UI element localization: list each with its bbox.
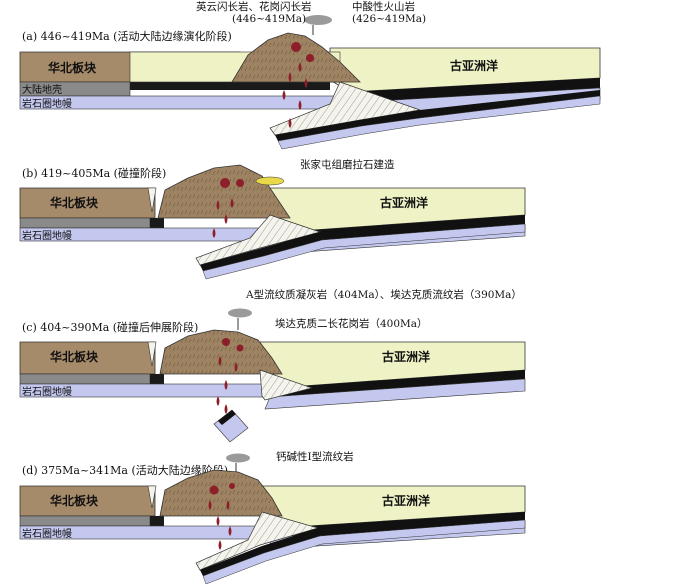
- plate-label: 华北板块: [50, 195, 99, 210]
- annotation-molasse: 张家屯组磨拉石建造: [300, 158, 395, 171]
- annotation-a-type: A型流纹质凝灰岩（404Ma）、埃达克质流纹岩（390Ma）: [245, 288, 522, 301]
- plate-label: 华北板块: [50, 349, 99, 364]
- panel-d: (d) 375Ma~341Ma (活动大陆边缘阶段) 华北板块 岩石圈地幔 古亚…: [20, 450, 525, 584]
- continent-black-layer: [150, 516, 164, 526]
- continent-black-layer: [150, 218, 164, 228]
- continent-lower-grey: [20, 516, 150, 526]
- crust-label: 大陆地壳: [22, 83, 62, 96]
- continent-lower-grey: [20, 218, 150, 228]
- mantle-label: 岩石圈地幔: [22, 385, 72, 398]
- plate-label: 华北板块: [50, 493, 99, 508]
- ocean-label: 古亚洲洋: [450, 58, 498, 73]
- panel-c-title: (c) 404~390Ma (碰撞后伸展阶段): [22, 320, 198, 334]
- continent-lower-grey: [20, 374, 150, 384]
- annotation-calc-alkaline: 钙碱性I型流纹岩: [276, 450, 354, 463]
- panel-b-title: (b) 419~405Ma (碰撞阶段): [22, 166, 166, 180]
- annotation-volcanic-age: (426~419Ma): [352, 13, 426, 25]
- mantle-label: 岩石圈地幔: [22, 229, 72, 242]
- panel-b: (b) 419~405Ma (碰撞阶段) 华北板块 岩石圈地幔 古亚洲洋 张家屯…: [20, 158, 525, 279]
- mantle-label: 岩石圈地幔: [22, 97, 72, 110]
- annotation-adakitic: 埃达克质二长花岗岩（400Ma）: [275, 317, 428, 330]
- molasse-deposit: [256, 177, 284, 185]
- annotation-granodiorite: 英云闪长岩、花岗闪长岩: [196, 0, 312, 13]
- plate-label: 华北板块: [48, 60, 97, 75]
- volcanic-cloud-icon: [226, 454, 250, 463]
- continent-black-layer: [130, 82, 330, 90]
- panel-a: (a) 446~419Ma (活动大陆边缘演化阶段) 华北板块 大陆地壳 岩石圈…: [20, 0, 600, 149]
- mantle-label: 岩石圈地幔: [22, 527, 72, 540]
- panel-a-title: (a) 446~419Ma (活动大陆边缘演化阶段): [22, 29, 232, 43]
- panel-c: (c) 404~390Ma (碰撞后伸展阶段) 华北板块 岩石圈地幔 古亚洲洋 …: [20, 288, 525, 442]
- mountain-arc: [158, 165, 290, 218]
- annotation-volcanic: 中酸性火山岩: [352, 0, 415, 13]
- ocean-label: 古亚洲洋: [382, 493, 430, 508]
- detached-slab: [214, 410, 248, 442]
- volcanic-cloud-icon: [304, 15, 332, 25]
- mountain-arc: [160, 330, 282, 374]
- annotation-granodiorite-age: (446~419Ma): [232, 13, 306, 25]
- ocean-label: 古亚洲洋: [380, 195, 428, 210]
- continent-black-layer: [150, 374, 164, 384]
- ocean-label: 古亚洲洋: [382, 349, 430, 364]
- volcanic-cloud-icon: [228, 309, 252, 318]
